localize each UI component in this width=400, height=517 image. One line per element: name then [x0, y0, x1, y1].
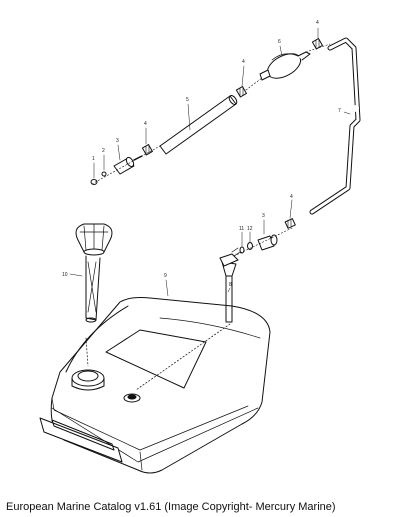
hose-clamp-bulb [235, 86, 247, 98]
label-part-3b: 3 [262, 213, 265, 219]
label-part-1: 1 [92, 156, 95, 162]
fuel-tank [39, 297, 271, 474]
o-ring-1 [90, 179, 98, 185]
tank-side-connector [239, 234, 278, 254]
hose-clamp-left [141, 144, 153, 156]
fuel-gauge [75, 223, 113, 323]
pickup-tube [219, 247, 241, 323]
part-number-labels: 1 2 3 4 5 4 6 4 7 4 3 11 12 8 9 10 [62, 20, 341, 288]
label-part-11: 11 [239, 226, 244, 232]
exploded-parts-diagram: 1 2 3 4 5 4 6 4 7 4 3 11 12 8 9 10 [39, 20, 361, 474]
label-part-2: 2 [102, 148, 105, 154]
hose-clamp-upper-right [311, 38, 323, 50]
label-part-9: 9 [164, 273, 167, 279]
fuel-hose [159, 95, 238, 155]
label-part-4d: 4 [290, 194, 293, 200]
o-ring-2 [101, 171, 107, 177]
label-part-4b: 4 [242, 59, 245, 65]
label-part-5: 5 [186, 97, 189, 103]
label-part-4c: 4 [316, 20, 319, 26]
label-part-6: 6 [278, 39, 281, 45]
label-part-12: 12 [247, 226, 253, 232]
tank-label-plate [105, 329, 207, 389]
tank-filler-cap [71, 369, 105, 387]
fuel-line [309, 37, 361, 215]
label-part-7: 7 [338, 108, 341, 114]
label-part-8: 8 [229, 282, 232, 288]
label-part-4a: 4 [144, 121, 147, 127]
image-caption: European Marine Catalog v1.61 (Image Cop… [6, 501, 336, 513]
label-part-3a: 3 [116, 138, 119, 144]
tank-handle [39, 417, 123, 463]
engine-connector [113, 155, 143, 175]
label-part-10: 10 [62, 272, 68, 278]
primer-bulb [259, 51, 311, 81]
hose-clamp-lower [284, 218, 296, 229]
